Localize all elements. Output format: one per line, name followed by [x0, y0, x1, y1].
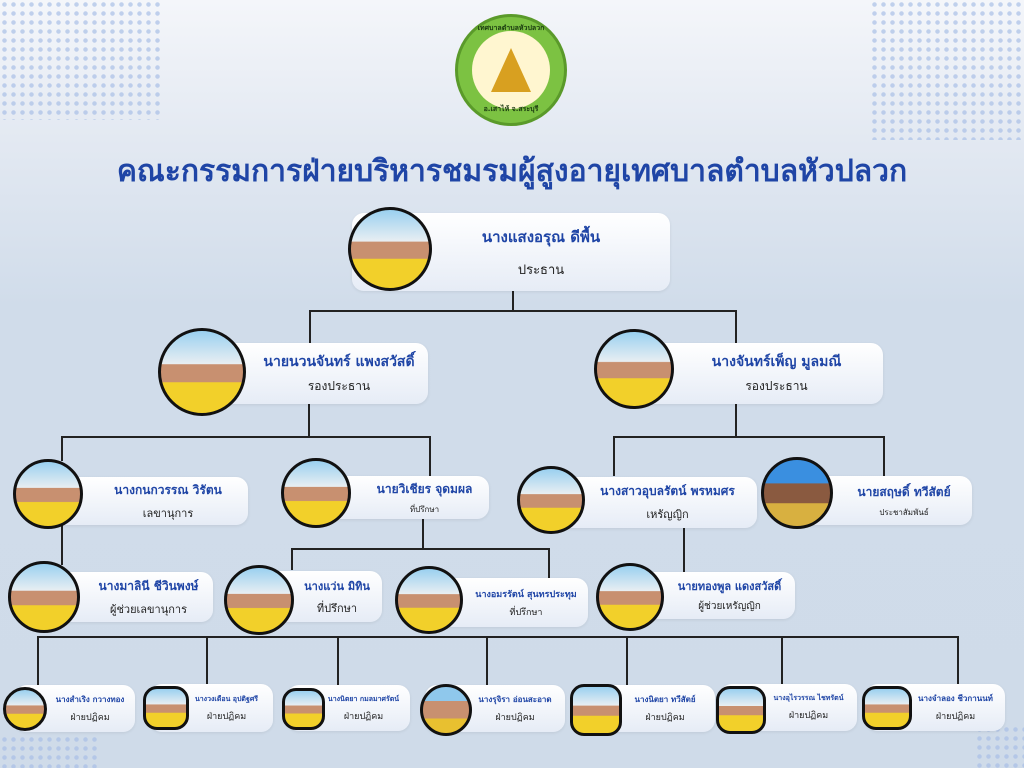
member-name: นางวงเดือน อุปติฐศรี — [194, 694, 259, 703]
avatar — [3, 687, 47, 731]
decor-dots — [870, 0, 1024, 140]
temple-icon — [491, 48, 531, 92]
member-role: ประชาสัมพันธ์ — [879, 507, 929, 517]
member-name: นายทองพูล แดงสวัสดิ์ — [677, 580, 782, 593]
member-role: ฝ่ายปฏิคม — [495, 713, 535, 723]
avatar — [8, 561, 80, 633]
member-name: นายวิเชียร จุดมผล — [376, 481, 473, 496]
member-role: ที่ปรึกษา — [509, 607, 543, 618]
member-name: นางรุจิรา อ่อนสะอาด — [478, 695, 552, 704]
member-name: นางนิตยา กมลมาศรัตน์ — [327, 694, 400, 703]
member-role: ผู้ช่วยเหรัญญิก — [698, 601, 761, 612]
member-role: รองประธาน — [745, 379, 808, 393]
avatar — [420, 684, 472, 736]
member-role: รองประธาน — [307, 379, 371, 393]
avatar — [395, 566, 463, 634]
avatar — [716, 686, 766, 734]
member-name: นางมาลินี ชีวินพงษ์ — [98, 578, 199, 593]
avatar — [594, 329, 674, 409]
member-role: ฝ่ายปฏิคม — [343, 711, 384, 722]
member-role: ที่ปรึกษา — [316, 601, 358, 615]
decor-dots — [0, 0, 160, 120]
decor-dots — [975, 725, 1024, 768]
member-role: ที่ปรึกษา — [409, 504, 440, 514]
member-role: ฝ่ายปฏิคม — [935, 712, 976, 722]
avatar — [596, 563, 664, 631]
logo-text-top: เทศบาลตำบลหัวปลวก — [477, 24, 545, 32]
member-name: นางกนกวรรณ วิรัตน — [114, 482, 222, 497]
avatar — [13, 459, 83, 529]
member-name: นางสำเริง กวางทอง — [55, 695, 125, 704]
avatar — [281, 458, 351, 528]
member-name: นางจันทร์เพ็ญ มูลมณี — [711, 354, 842, 370]
avatar — [348, 207, 432, 291]
member-name: นางสาวอุบลรัตน์ พรหมศร — [600, 484, 735, 498]
member-role: ประธาน — [517, 262, 565, 278]
avatar — [570, 684, 622, 736]
member-role: เลขานุการ — [142, 506, 194, 520]
member-name: นางจำลอง ชีวกานนท์ — [918, 694, 993, 703]
avatar — [158, 328, 246, 416]
avatar — [862, 686, 912, 730]
member-role: ฝ่ายปฏิคม — [645, 713, 685, 723]
member-role: ฝ่ายปฏิคม — [70, 713, 110, 723]
logo-text-bottom: อ.เสาไห้ จ.สระบุรี — [483, 105, 539, 113]
member-name: นางอมรรัตน์ สุนทรประทุม — [475, 589, 577, 600]
decor-dots — [0, 735, 100, 768]
avatar — [224, 565, 294, 635]
member-name: นางแว่น มิทิน — [304, 579, 370, 593]
avatar — [517, 466, 585, 534]
member-name: นายสฤษดิ์ ทวีสัตย์ — [857, 484, 951, 499]
avatar — [282, 688, 325, 730]
member-role: เหรัญญิก — [646, 508, 689, 521]
member-role: ผู้ช่วยเลขานุการ — [110, 602, 187, 616]
page-title: คณะกรรมการฝ่ายบริหารชมรมผู้สูงอายุเทศบาล… — [116, 154, 908, 189]
member-role: ฝ่ายปฏิคม — [206, 711, 247, 722]
municipality-logo: เทศบาลตำบลหัวปลวก อ.เสาไห้ จ.สระบุรี — [455, 14, 567, 126]
member-name: นางอุไรวรรณ ไชทรัตน์ — [773, 694, 844, 702]
member-name: นางนิตยา ทวีสัตย์ — [634, 695, 696, 704]
avatar — [761, 457, 833, 529]
member-name: นายนวนจันทร์ แพงสวัสดิ์ — [263, 354, 415, 370]
member-role: ฝ่ายปฏิคม — [788, 711, 829, 721]
member-name: นางแสงอรุณ ดีพื้น — [481, 227, 601, 246]
avatar — [143, 686, 189, 730]
